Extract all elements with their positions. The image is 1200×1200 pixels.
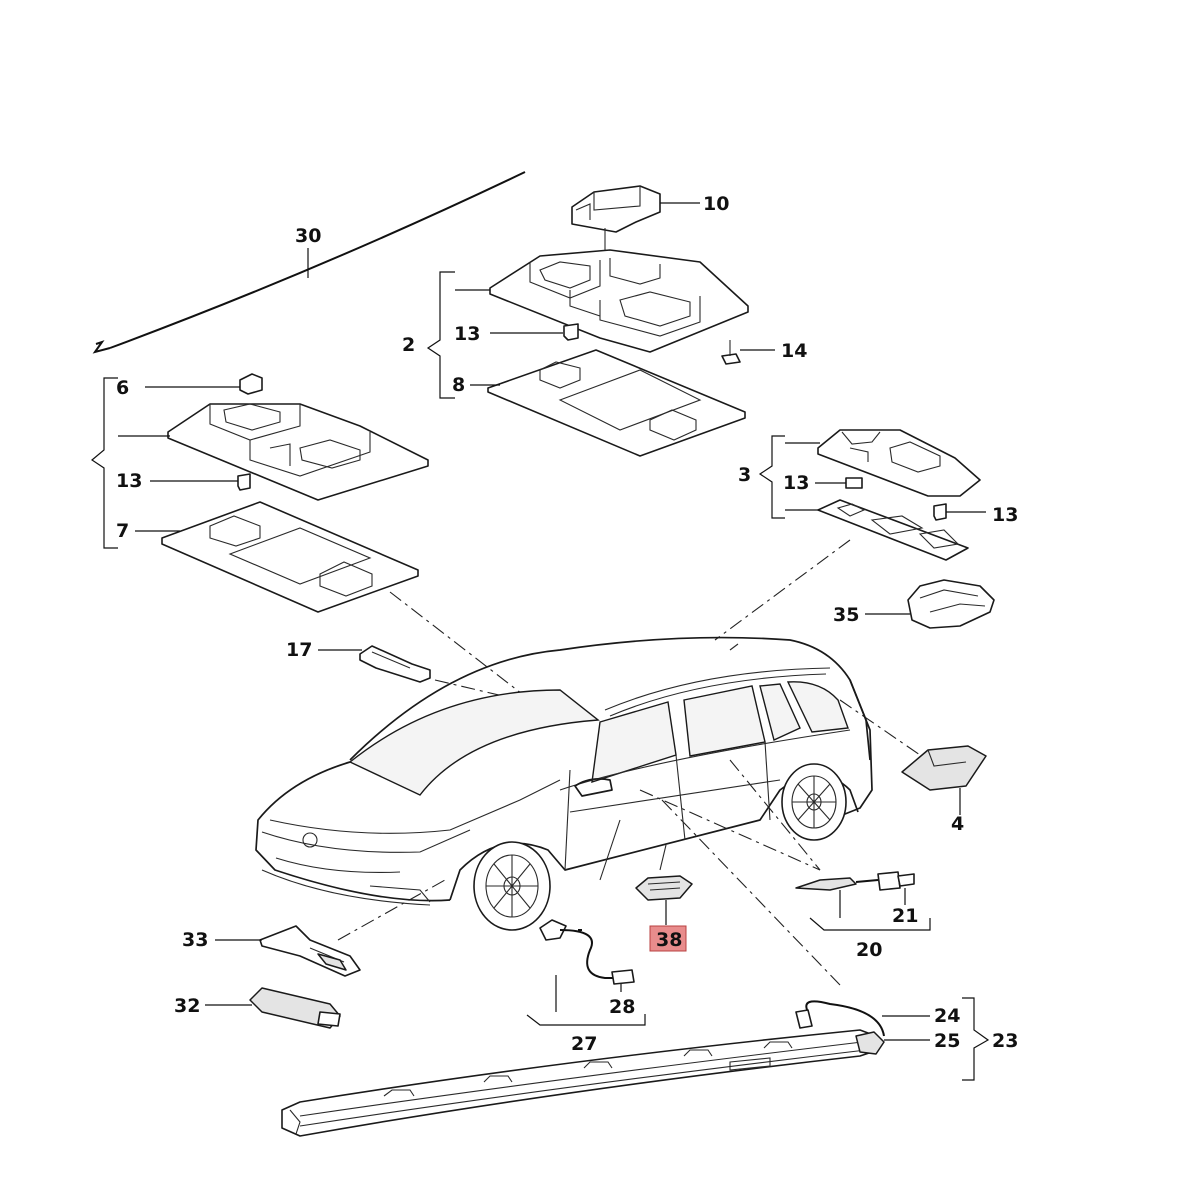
part-6-clip[interactable] <box>145 373 263 395</box>
part-2-console-housing[interactable] <box>455 249 749 353</box>
part-17-light-module[interactable] <box>318 645 431 683</box>
label-28: 28 <box>609 996 635 1018</box>
part-20-strip-light[interactable] <box>795 871 915 918</box>
part-13-bulb-b[interactable] <box>150 473 251 491</box>
label-21: 21 <box>892 905 918 927</box>
highlight-38 <box>649 925 687 952</box>
part-13-bulb-d[interactable] <box>933 503 986 521</box>
label-4: 4 <box>951 813 964 835</box>
label-17: 17 <box>286 639 312 661</box>
part-14-screw[interactable] <box>721 340 775 365</box>
part-13-bulb-a[interactable] <box>490 323 579 341</box>
label-2: 2 <box>402 334 415 356</box>
part-13-bulb-c[interactable] <box>815 477 863 489</box>
vehicle-illustration <box>255 636 873 931</box>
label-10: 10 <box>703 193 729 215</box>
part-35-cover-cap[interactable] <box>865 579 995 629</box>
label-35: 35 <box>833 604 859 626</box>
part-23-sill-strip[interactable] <box>281 1000 930 1137</box>
label-27: 27 <box>571 1033 597 1055</box>
part-33-trim-panel[interactable] <box>215 925 361 977</box>
label-23: 23 <box>992 1030 1018 1052</box>
label-25: 25 <box>934 1030 960 1052</box>
part-27-wiring[interactable] <box>539 919 635 1012</box>
label-13-c: 13 <box>783 472 809 494</box>
label-13-a: 13 <box>454 323 480 345</box>
part-32-module[interactable] <box>205 987 341 1029</box>
label-24: 24 <box>934 1005 960 1027</box>
part-3-reading-light-housing[interactable] <box>785 429 981 497</box>
label-30: 30 <box>295 225 321 247</box>
label-13-d: 13 <box>992 504 1018 526</box>
label-32: 32 <box>174 995 200 1017</box>
part-30-strip[interactable] <box>92 171 526 354</box>
part-8-cover-plate[interactable] <box>470 349 746 457</box>
label-33: 33 <box>182 929 208 951</box>
part-rear-light-cover[interactable] <box>785 499 969 561</box>
label-6: 6 <box>116 377 129 399</box>
part-left-console-housing[interactable] <box>118 403 429 501</box>
part-10-module[interactable] <box>571 185 700 300</box>
label-8: 8 <box>452 374 465 396</box>
label-3: 3 <box>738 464 751 486</box>
label-13-b: 13 <box>116 470 142 492</box>
callout-lines <box>337 539 921 986</box>
label-20: 20 <box>856 939 882 961</box>
label-7: 7 <box>116 520 129 542</box>
part-7-cover-plate[interactable] <box>135 501 419 613</box>
label-14: 14 <box>781 340 807 362</box>
part-4-lamp[interactable] <box>901 745 987 815</box>
part-38-light[interactable] <box>635 875 693 925</box>
label-38: 38 <box>656 929 682 951</box>
